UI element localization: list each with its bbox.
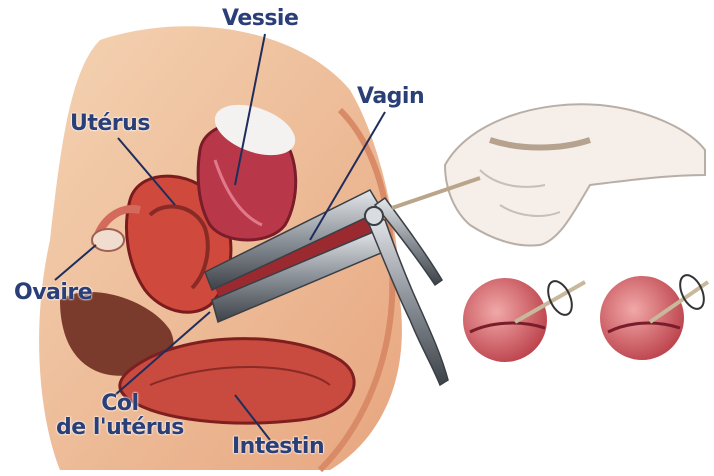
label-bladder: Vessie — [222, 8, 298, 30]
gloved-hand — [445, 104, 705, 245]
label-cervix: Col de l'utérus — [56, 392, 184, 440]
label-vagina: Vagin — [357, 86, 424, 108]
label-uterus: Utérus — [70, 113, 150, 135]
label-cervix-line1: Col — [56, 392, 184, 416]
speculum-screw — [365, 207, 383, 225]
label-cervix-line2: de l'utérus — [56, 416, 184, 440]
cervix-closeup-2 — [600, 271, 709, 360]
ovary-shape — [92, 229, 124, 251]
label-intestine: Intestin — [232, 436, 324, 458]
cervix-closeup-1 — [463, 277, 585, 362]
label-ovary: Ovaire — [14, 282, 92, 304]
